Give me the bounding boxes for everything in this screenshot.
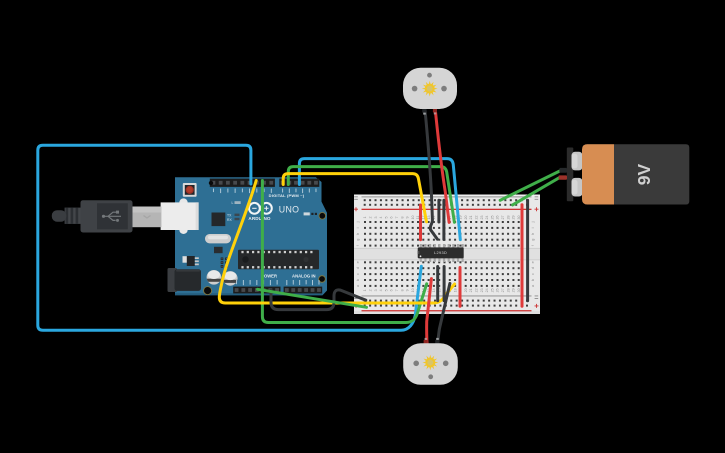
svg-text:5: 5	[384, 289, 388, 291]
svg-text:a: a	[356, 284, 360, 287]
svg-text:20: 20	[464, 216, 468, 220]
svg-text:h: h	[356, 233, 360, 235]
svg-text:26: 26	[496, 216, 500, 220]
svg-text:14: 14	[432, 288, 436, 292]
svg-text:c: c	[531, 273, 535, 275]
svg-text:4: 4	[379, 217, 383, 219]
svg-text:24: 24	[485, 216, 489, 220]
svg-text:28: 28	[506, 215, 510, 219]
svg-text:13: 13	[427, 216, 431, 220]
svg-text:18: 18	[453, 216, 457, 220]
svg-text:18: 18	[453, 288, 457, 292]
svg-text:UNO: UNO	[279, 204, 299, 214]
svg-text:19: 19	[459, 216, 463, 220]
svg-text:d: d	[531, 267, 535, 269]
svg-text:g: g	[531, 239, 535, 241]
svg-text:i: i	[356, 227, 360, 228]
svg-text:27: 27	[501, 288, 505, 292]
svg-text:2: 2	[369, 217, 373, 219]
svg-text:26: 26	[496, 288, 500, 292]
svg-text:22: 22	[475, 216, 479, 220]
svg-text:h: h	[531, 233, 535, 235]
svg-text:10: 10	[411, 288, 415, 292]
svg-text:3: 3	[374, 289, 378, 291]
svg-text:TX: TX	[227, 214, 232, 218]
svg-text:10: 10	[411, 216, 415, 220]
svg-text:30: 30	[517, 216, 521, 220]
svg-text:8: 8	[400, 289, 404, 291]
svg-text:7: 7	[395, 217, 399, 219]
svg-text:21: 21	[469, 288, 473, 292]
svg-text:4: 4	[379, 289, 383, 291]
svg-text:POWER: POWER	[261, 273, 277, 278]
svg-text:L293D: L293D	[434, 251, 447, 255]
svg-text:j: j	[531, 221, 535, 223]
svg-text:DIGITAL (PWM ~): DIGITAL (PWM ~)	[269, 193, 305, 198]
svg-text:12: 12	[422, 216, 426, 220]
svg-text:1: 1	[363, 289, 367, 291]
svg-text:7: 7	[395, 289, 399, 291]
svg-text:f: f	[531, 244, 535, 246]
svg-text:RX: RX	[227, 218, 232, 222]
svg-text:24: 24	[485, 288, 489, 292]
svg-text:9: 9	[406, 217, 410, 219]
svg-text:17: 17	[448, 216, 452, 220]
svg-text:6: 6	[390, 217, 394, 219]
svg-text:25: 25	[490, 216, 494, 220]
svg-text:f: f	[356, 244, 360, 246]
svg-text:22: 22	[475, 288, 479, 292]
svg-text:d: d	[356, 267, 360, 269]
svg-text:30: 30	[517, 288, 521, 292]
svg-text:9: 9	[406, 289, 410, 291]
svg-text:L: L	[232, 201, 234, 205]
svg-text:c: c	[356, 273, 360, 275]
svg-text:5: 5	[384, 217, 388, 219]
svg-text:29: 29	[512, 216, 516, 220]
svg-text:a: a	[531, 284, 535, 287]
svg-text:23: 23	[480, 216, 484, 220]
svg-text:11: 11	[416, 216, 420, 220]
svg-text:b: b	[531, 279, 535, 281]
svg-text:9V: 9V	[634, 163, 654, 185]
svg-text:ANALOG IN: ANALOG IN	[292, 273, 316, 278]
svg-text:8: 8	[400, 217, 404, 219]
svg-text:3: 3	[374, 217, 378, 219]
svg-text:j: j	[356, 221, 360, 223]
svg-text:6: 6	[390, 289, 394, 291]
svg-text:14: 14	[432, 216, 436, 220]
svg-text:2: 2	[369, 289, 373, 291]
svg-text:b: b	[356, 279, 360, 281]
svg-text:e: e	[531, 261, 535, 263]
svg-text:23: 23	[480, 288, 484, 292]
svg-text:1: 1	[363, 217, 367, 219]
svg-text:27: 27	[501, 216, 505, 220]
svg-text:e: e	[356, 261, 360, 263]
svg-text:29: 29	[512, 288, 516, 292]
svg-text:i: i	[531, 227, 535, 228]
svg-text:15: 15	[437, 288, 441, 292]
svg-text:ARDUINO: ARDUINO	[248, 216, 270, 221]
svg-text:g: g	[356, 239, 360, 241]
svg-text:25: 25	[490, 288, 494, 292]
svg-text:28: 28	[506, 288, 510, 292]
svg-text:20: 20	[464, 288, 468, 292]
svg-text:21: 21	[469, 216, 473, 220]
